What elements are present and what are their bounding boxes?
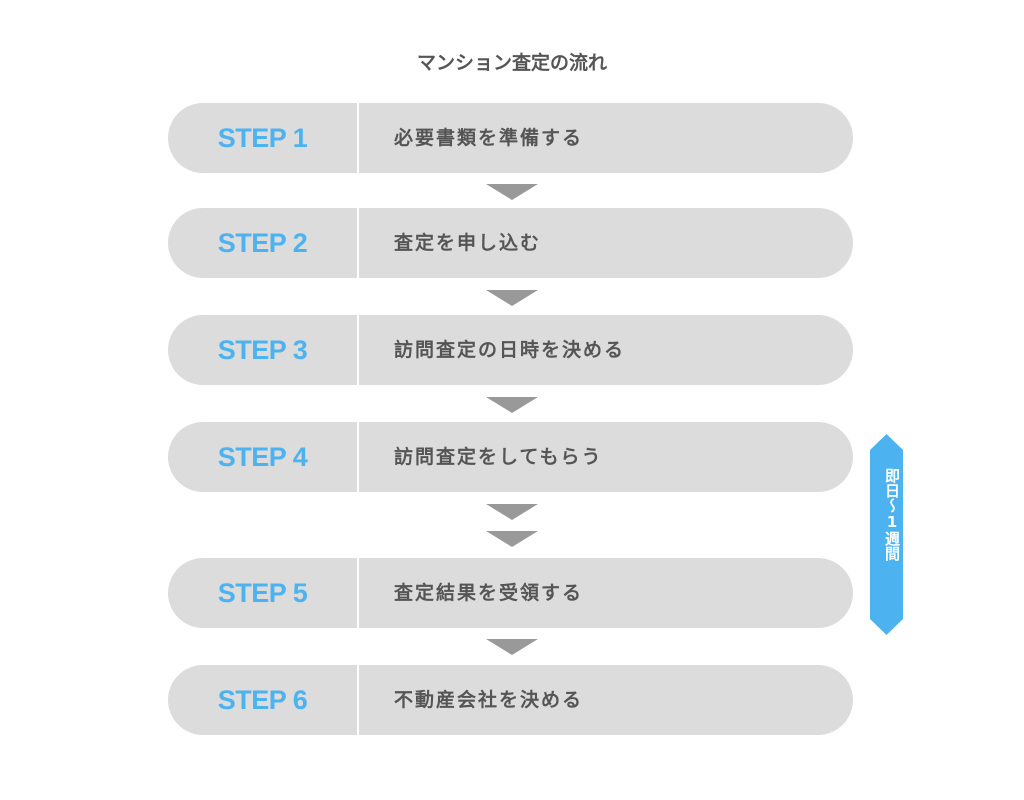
down-arrow-icon (486, 504, 538, 520)
step-4: STEP 4 訪問査定をしてもらう (168, 422, 853, 492)
divider (357, 665, 359, 735)
duration-badge: 即日～1週間 (870, 434, 903, 635)
divider (357, 103, 359, 173)
step-label: STEP 1 (217, 123, 308, 153)
step-text: 訪問査定をしてもらう (394, 446, 603, 468)
down-arrow-icon (486, 184, 538, 200)
step-text: 必要書類を準備する (394, 127, 584, 149)
divider (357, 315, 359, 385)
step-text: 査定を申し込む (394, 232, 542, 254)
down-arrow-icon (486, 639, 538, 655)
step-label: STEP 5 (217, 578, 308, 608)
down-arrow-icon (486, 397, 538, 413)
step-3: STEP 3 訪問査定の日時を決める (168, 315, 853, 385)
step-5: STEP 5 査定結果を受領する (168, 558, 853, 628)
divider (357, 558, 359, 628)
step-6: STEP 6 不動産会社を決める (168, 665, 853, 735)
divider (357, 422, 359, 492)
step-text: 不動産会社を決める (394, 689, 584, 711)
step-label: STEP 2 (217, 228, 308, 258)
step-label: STEP 6 (217, 685, 308, 715)
step-1: STEP 1 必要書類を準備する (168, 103, 853, 173)
down-arrow-icon (486, 290, 538, 306)
step-2: STEP 2 査定を申し込む (168, 208, 853, 278)
step-text: 訪問査定の日時を決める (394, 339, 626, 361)
step-label: STEP 3 (217, 335, 308, 365)
diagram-title: マンション査定の流れ (416, 52, 607, 74)
down-arrow-icon (486, 531, 538, 547)
divider (357, 208, 359, 278)
duration-text: 即日～1週間 (883, 468, 901, 561)
step-text: 査定結果を受領する (394, 582, 584, 604)
step-label: STEP 4 (217, 442, 308, 472)
